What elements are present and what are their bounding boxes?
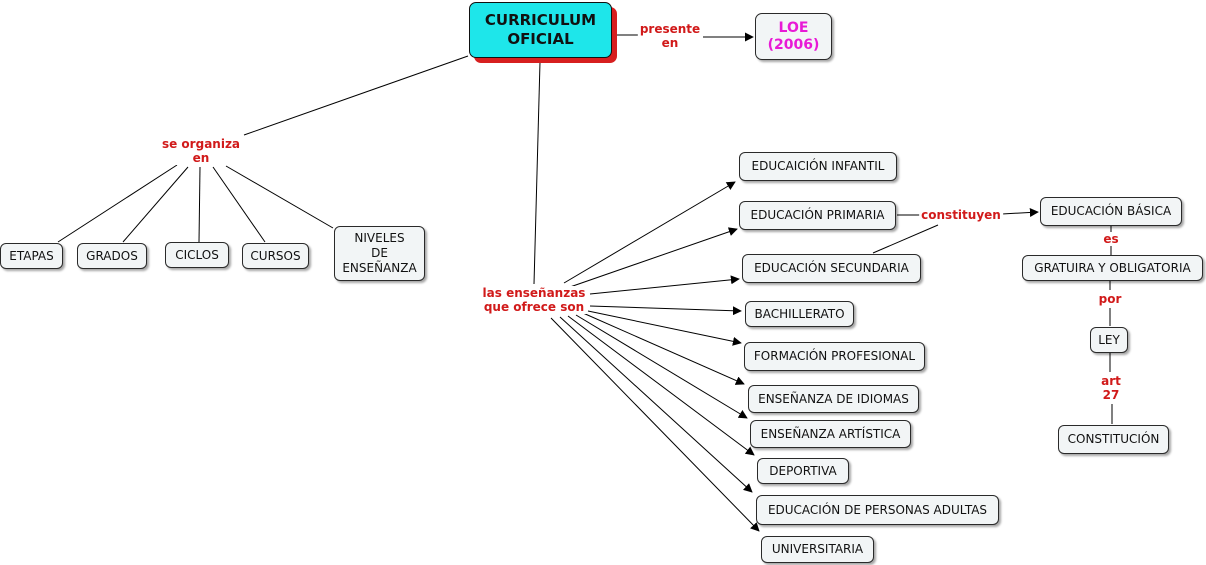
- node-curriculum-oficial[interactable]: CURRICULUM OFICIAL: [469, 2, 612, 58]
- node-educacion-primaria[interactable]: EDUCACIÓN PRIMARIA: [739, 201, 896, 230]
- node-niveles-ensenanza[interactable]: NIVELES DE ENSEÑANZA: [334, 226, 425, 281]
- label-ensenanzas-ofrece: las enseñanzas que ofrece son: [480, 286, 588, 314]
- arrow-infantil: [563, 181, 736, 284]
- node-ley[interactable]: LEY: [1090, 327, 1128, 353]
- label-es: es: [1101, 232, 1121, 246]
- node-cursos[interactable]: CURSOS: [242, 243, 309, 269]
- node-educacion-personas-adultas[interactable]: EDUCACIÓN DE PERSONAS ADULTAS: [756, 495, 999, 525]
- arrow-constituyen-basica: [1001, 207, 1039, 217]
- label-constituyen: constituyen: [919, 208, 1003, 222]
- node-ciclos[interactable]: CICLOS: [165, 242, 229, 268]
- line-organiza-etapas: [57, 164, 178, 243]
- node-gratuita-obligatoria[interactable]: GRATUIRA Y OBLIGATORIA: [1022, 255, 1203, 281]
- line-organiza-niveles: [225, 165, 334, 229]
- node-educacion-infantil[interactable]: EDUCAICIÓN INFANTIL: [739, 152, 897, 181]
- arrow-deportiva: [567, 315, 755, 456]
- arrow-secundaria: [589, 275, 740, 295]
- arrow-artistica: [575, 314, 748, 419]
- line-curriculum-ensenanzas: [533, 61, 541, 285]
- line-organiza-ciclos: [198, 166, 201, 243]
- label-por: por: [1096, 292, 1124, 306]
- arrow-fp: [587, 310, 742, 346]
- node-loe[interactable]: LOE (2006): [755, 13, 832, 60]
- arrow-universitaria: [550, 317, 760, 532]
- node-grados[interactable]: GRADOS: [77, 243, 147, 269]
- node-educacion-secundaria[interactable]: EDUCACIÓN SECUNDARIA: [742, 254, 921, 283]
- line-secundaria-constituyen: [872, 224, 939, 254]
- node-formacion-profesional[interactable]: FORMACIÓN PROFESIONAL: [744, 342, 925, 371]
- node-universitaria[interactable]: UNIVERSITARIA: [761, 536, 874, 563]
- node-etapas[interactable]: ETAPAS: [0, 243, 63, 269]
- arrow-idiomas: [582, 312, 745, 385]
- node-ensenanza-artistica[interactable]: ENSEÑANZA ARTÍSTICA: [750, 420, 911, 448]
- node-bachillerato[interactable]: BACHILLERATO: [745, 301, 854, 327]
- line-organiza-grados: [122, 166, 189, 243]
- arrow-bachillerato: [589, 305, 742, 316]
- arrow-adultas: [559, 316, 753, 493]
- label-presente-en: presente en: [637, 22, 703, 50]
- node-constitucion[interactable]: CONSTITUCIÓN: [1058, 425, 1169, 454]
- node-educacion-basica[interactable]: EDUCACIÓN BÁSICA: [1040, 197, 1182, 226]
- node-ensenanza-idiomas[interactable]: ENSEÑANZA DE IDIOMAS: [748, 385, 919, 413]
- line-organiza-cursos: [212, 166, 266, 243]
- node-deportiva[interactable]: DEPORTIVA: [757, 458, 849, 484]
- line-curriculum-organiza: [243, 55, 469, 136]
- label-art-27: art 27: [1099, 374, 1123, 402]
- label-se-organiza-en: se organiza en: [159, 137, 243, 165]
- arrow-primaria: [569, 227, 738, 288]
